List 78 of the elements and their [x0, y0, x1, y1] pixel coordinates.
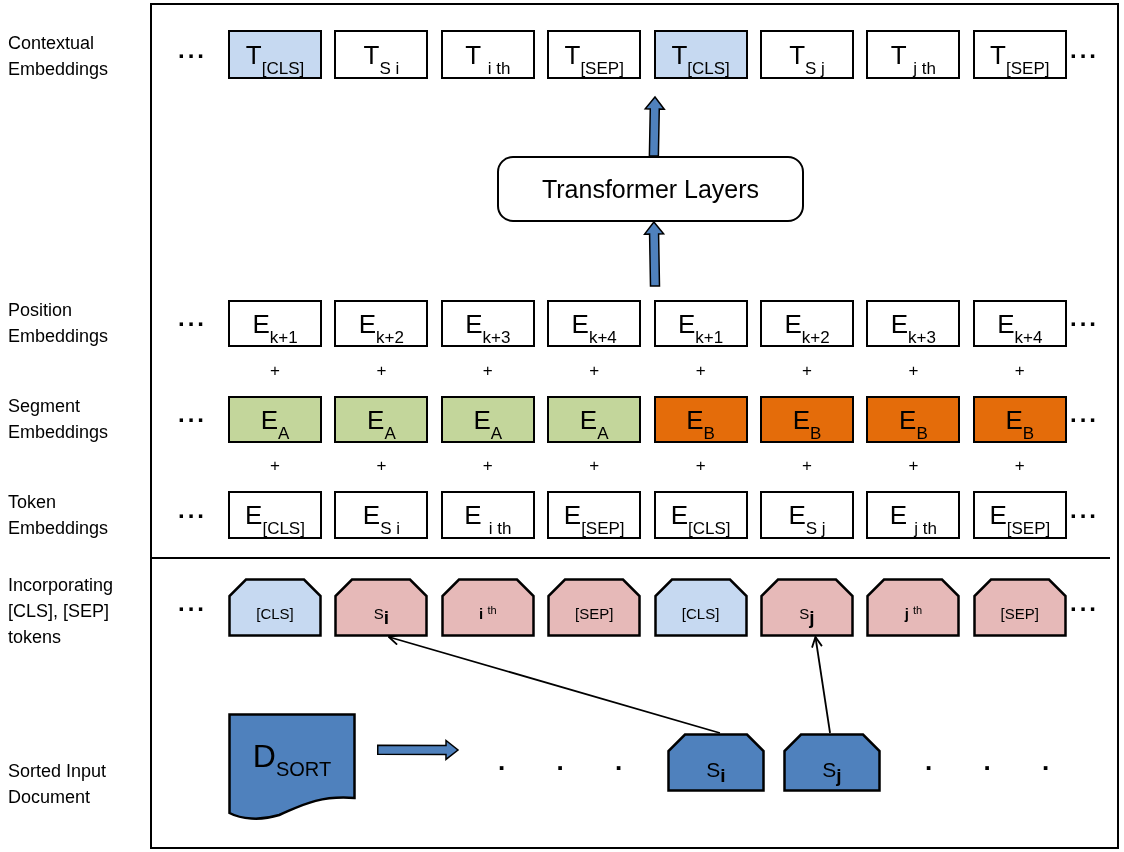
embedding-box: E$_{[SEP]}$	[547, 491, 642, 539]
token-tag: [SEP]	[972, 578, 1067, 637]
embedding-box: E$_{B}$	[760, 396, 854, 443]
plus-sign: +	[269, 361, 281, 381]
embedding-box: E$_{S j}$	[760, 491, 854, 539]
embedding-box: T$_{[CLS]}$	[228, 30, 322, 79]
row-label: Incorporating [CLS], [SEP] tokens	[8, 574, 115, 649]
ellipsis: ...	[1070, 306, 1100, 330]
block-arrow	[377, 738, 460, 761]
plus-sign: +	[1013, 456, 1026, 476]
ellipsis: ...	[178, 306, 208, 330]
plus-sign: +	[801, 361, 813, 381]
row-label: Contextual Embeddings	[8, 32, 110, 81]
embedding-box: E$_{k+3}$	[866, 300, 961, 347]
embedding-box: E$_{[SEP]}$	[972, 491, 1067, 539]
plus-sign: +	[907, 456, 920, 476]
embedding-box: T$_{[CLS]}$	[653, 30, 748, 79]
embedding-box: T $_{j th}$	[866, 30, 961, 79]
block-arrow	[643, 220, 666, 287]
embedding-box: E$_{k+2}$	[760, 300, 854, 347]
row-label: Token Embeddings	[8, 491, 110, 540]
ellipsis: . . .	[925, 748, 1073, 774]
plus-sign: +	[694, 361, 707, 381]
row-label: Position Embeddings	[8, 299, 110, 348]
embedding-box: E $_{j th}$	[866, 491, 961, 539]
ellipsis: ...	[178, 38, 208, 62]
block-arrow	[643, 95, 666, 157]
embedding-box: E$_{k+3}$	[440, 300, 535, 347]
ellipsis: ...	[1070, 591, 1100, 615]
row-label: Sorted Input Document	[8, 760, 108, 809]
embedding-box: E$_{k+4}$	[972, 300, 1067, 347]
token-tag: j $^{th}$	[866, 578, 961, 637]
embedding-box: T $_{i th}$	[440, 30, 535, 79]
document-shape: D$_{SORT}$	[228, 713, 356, 821]
embedding-box: E$_{k+4}$	[547, 300, 642, 347]
token-tag: [CLS]	[653, 578, 748, 637]
embedding-box: E$_{S i}$	[334, 491, 429, 539]
plus-sign: +	[588, 361, 601, 381]
plus-sign: +	[269, 456, 281, 476]
ellipsis: ...	[1070, 498, 1100, 522]
ellipsis: ...	[178, 402, 208, 426]
ellipsis: ...	[1070, 402, 1100, 426]
embedding-box: E $_{i th}$	[440, 491, 535, 539]
embedding-box: E$_{B}$	[972, 396, 1067, 443]
embedding-box: E$_{k+2}$	[334, 300, 429, 347]
token-tag: [SEP]	[547, 578, 642, 637]
embedding-box: E$_{[CLS]}$	[228, 491, 322, 539]
embedding-box: E$_{[CLS]}$	[653, 491, 748, 539]
embedding-box: E$_{A}$	[334, 396, 429, 443]
embedding-box: E$_{B}$	[653, 396, 748, 443]
plus-sign: +	[1013, 361, 1026, 381]
ellipsis: . . .	[498, 748, 646, 774]
embedding-box: E$_{A}$	[440, 396, 535, 443]
embedding-box: T$_{[SEP]}$	[547, 30, 642, 79]
process-box: Transformer Layers	[497, 156, 804, 222]
plus-sign: +	[694, 456, 707, 476]
arrow	[811, 636, 831, 734]
embedding-box: T$_{S i}$	[334, 30, 429, 79]
embedding-box: E$_{B}$	[866, 396, 961, 443]
plus-sign: +	[801, 456, 813, 476]
token-tag: i $^{th}$	[440, 578, 535, 637]
ellipsis: ...	[178, 591, 208, 615]
embedding-box: T$_{[SEP]}$	[972, 30, 1067, 79]
embedding-box: E$_{A}$	[547, 396, 642, 443]
plus-sign: +	[375, 456, 388, 476]
plus-sign: +	[907, 361, 920, 381]
plus-sign: +	[481, 456, 494, 476]
embedding-box: E$_{k+1}$	[653, 300, 748, 347]
ellipsis: ...	[178, 498, 208, 522]
row-label: Segment Embeddings	[8, 395, 110, 444]
plus-sign: +	[481, 361, 494, 381]
token-tag: [CLS]	[228, 578, 322, 637]
plus-sign: +	[375, 361, 388, 381]
ellipsis: ...	[1070, 38, 1100, 62]
embedding-box: T$_{S j}$	[760, 30, 854, 79]
plus-sign: +	[588, 456, 601, 476]
embedding-box: E$_{k+1}$	[228, 300, 322, 347]
embedding-box: E$_{A}$	[228, 396, 322, 443]
